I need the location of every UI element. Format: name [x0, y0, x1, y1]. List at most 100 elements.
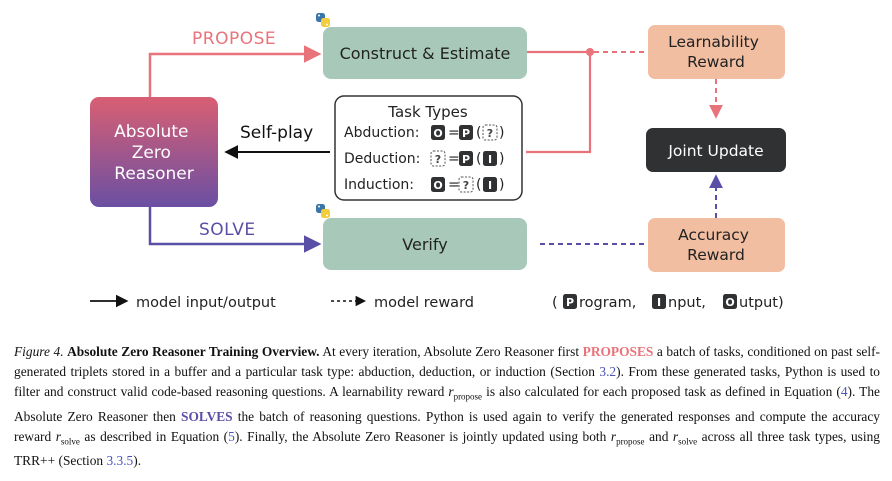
task-eq: =: [448, 177, 460, 193]
task-paren-close: ): [499, 177, 504, 193]
caption-ref-section[interactable]: 3.3.5: [106, 453, 134, 469]
caption-r: r: [672, 428, 679, 444]
task-a-badge: [431, 177, 445, 192]
task-a-badge: [431, 125, 445, 140]
junction-dot: [586, 48, 594, 56]
task-paren-open: (: [476, 151, 481, 167]
python-logo-icon: [316, 13, 330, 27]
caption-text: ).: [133, 453, 142, 469]
task-type-name: Deduction:: [344, 151, 420, 167]
accuracy-line2: Reward: [687, 246, 745, 264]
caption-ref-eq[interactable]: 5: [228, 428, 235, 444]
legend-dashed-label: model reward: [374, 295, 474, 311]
joint-update-box: [646, 128, 786, 172]
caption-text: a batch of tasks, conditioned on past se…: [14, 344, 880, 379]
legend-program-badge-letter: P: [566, 296, 574, 309]
construct-to-tasktypes-connector: [526, 50, 592, 154]
legend-input-badge: [652, 294, 666, 309]
propose-connector: [148, 45, 322, 97]
selfplay-label: Self-play: [240, 123, 313, 143]
legend-input-text: nput,: [668, 295, 706, 311]
caption-r: r: [55, 428, 61, 444]
caption-text: the batch of reasoning questions. Python…: [14, 408, 880, 444]
legend-program-badge: [563, 294, 577, 309]
accuracy-line1: Accuracy: [678, 226, 749, 244]
caption-sub-solve: solve: [60, 436, 80, 447]
reasoner-line1: Absolute: [114, 122, 188, 142]
legend-program-text: rogram,: [579, 295, 636, 311]
task-paren-open: (: [476, 125, 481, 141]
task-paren-open: (: [476, 177, 481, 193]
figure-number: Figure 4.: [14, 344, 64, 359]
task-types-rows: Abduction:O=P(?)Deduction:?=P(I)Inductio…: [344, 124, 504, 193]
task-b-badge-letter: P: [462, 153, 470, 166]
svg-text:Accuracy Reward: Accuracy Reward: [678, 226, 754, 264]
task-c-badge: [483, 177, 497, 192]
caption-text: ). From these generated tasks, Python is…: [14, 364, 880, 399]
svg-text:Absolute Zero Reasoner: Absolute Zero Reasoner: [114, 122, 194, 184]
caption-text: and: [644, 428, 673, 444]
figure-caption: Figure 4. Absolute Zero Reasoner Trainin…: [14, 342, 880, 471]
construct-estimate-box: [323, 27, 527, 79]
task-a-badge-letter: O: [433, 179, 442, 192]
caption-solves: SOLVES: [181, 408, 233, 424]
solve-connector: [148, 207, 322, 253]
figure-title: Absolute Zero Reasoner Training Overview…: [67, 344, 320, 359]
task-eq: =: [448, 125, 460, 141]
task-c-badge-letter: I: [488, 179, 492, 192]
task-eq: =: [448, 151, 460, 167]
caption-text: ). The Absolute Zero Reasoner then: [14, 384, 880, 424]
task-type-name: Abduction:: [344, 125, 419, 141]
caption-text: is also calculated for each proposed tas…: [482, 384, 841, 399]
training-overview-diagram: Absolute Zero Reasoner PROPOSE SOLVE Sel…: [90, 13, 786, 311]
reasoner-box: [90, 97, 218, 207]
learnability-reward-box: [648, 25, 785, 79]
verify-label: Verify: [402, 235, 447, 254]
legend-output-badge-letter: O: [725, 296, 734, 309]
task-types-title: Task Types: [387, 103, 468, 121]
task-paren-close: ): [499, 151, 504, 167]
task-a-badge: [430, 150, 446, 167]
solve-label: SOLVE: [199, 220, 256, 240]
joint-update-label: Joint Update: [667, 142, 763, 160]
caption-ref-section[interactable]: 3.2: [599, 364, 617, 379]
task-a-badge-letter: ?: [435, 153, 441, 166]
reasoner-line3: Reasoner: [114, 164, 193, 184]
accuracy-reward-box: [648, 218, 785, 272]
caption-sub-propose: propose: [616, 436, 645, 447]
task-b-badge: [458, 176, 474, 193]
task-c-badge: [482, 124, 498, 141]
legend-output-text: utput): [739, 295, 784, 311]
caption-sub-solve: solve: [678, 436, 698, 447]
propose-label: PROPOSE: [192, 29, 276, 49]
legend-solid-label: model input/output: [136, 295, 276, 311]
task-c-badge-letter: ?: [487, 127, 493, 140]
caption-r: r: [610, 428, 617, 444]
task-b-badge: [459, 125, 473, 140]
task-c-badge-letter: I: [488, 153, 492, 166]
learnability-line1: Learnability: [668, 33, 759, 51]
task-c-badge: [483, 151, 497, 166]
task-type-name: Induction:: [344, 177, 414, 193]
legend-output-badge: [723, 294, 737, 309]
task-b-badge-letter: ?: [463, 179, 469, 192]
task-types-box: [334, 95, 523, 201]
caption-ref-eq[interactable]: 4: [840, 384, 848, 399]
task-a-badge-letter: O: [433, 127, 442, 140]
caption-proposes: PROPOSES: [582, 344, 654, 359]
task-paren-close: ): [499, 125, 504, 141]
caption-text: ). Finally, the Absolute Zero Reasoner i…: [234, 428, 611, 444]
caption-r: r: [448, 384, 454, 399]
caption-sub-propose: propose: [453, 391, 483, 402]
svg-text:Learnability Reward: Learnability Reward: [668, 33, 764, 71]
legend-paren: (: [552, 295, 558, 311]
python-logo-icon: [316, 204, 330, 218]
caption-text: across all three task types, using TRR++…: [14, 428, 881, 469]
construct-estimate-label: Construct & Estimate: [340, 44, 511, 63]
task-b-badge-letter: P: [462, 127, 470, 140]
learnability-line2: Reward: [687, 53, 745, 71]
caption-text: At every iteration, Absolute Zero Reason…: [319, 344, 583, 359]
task-b-badge: [459, 151, 473, 166]
reasoner-line2: Zero: [132, 143, 171, 163]
